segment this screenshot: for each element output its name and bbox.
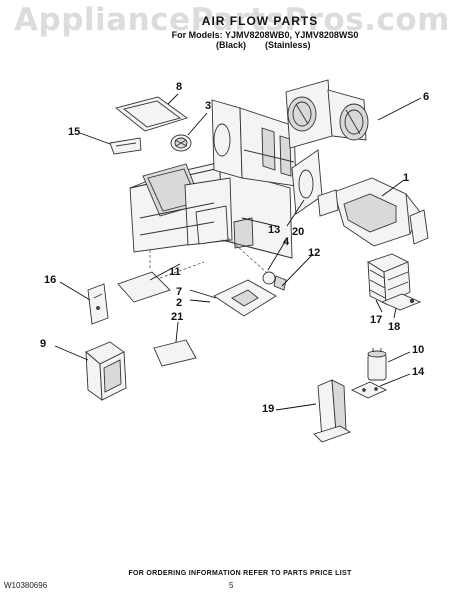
part-6-blower-motor <box>285 79 369 149</box>
callout-2: 2 <box>176 297 183 309</box>
part-9-box <box>85 341 127 401</box>
page-title: AIR FLOW PARTS <box>201 14 319 28</box>
callout-17: 17 <box>370 314 383 326</box>
callout-10: 10 <box>412 344 425 356</box>
part-10-capacitor <box>367 348 387 381</box>
callout-16: 16 <box>44 274 57 286</box>
callout-6: 6 <box>423 91 430 103</box>
callout-3: 3 <box>205 100 212 112</box>
part-16-bracket <box>87 283 109 325</box>
part-21-filter-sheet <box>153 339 197 367</box>
callout-14: 14 <box>412 366 425 378</box>
upper-duct <box>211 99 297 187</box>
document-number: W10380696 <box>4 581 48 590</box>
callout-4: 4 <box>283 236 290 248</box>
callout-8: 8 <box>176 81 183 93</box>
finish-black-label: (Black) <box>216 40 247 50</box>
part-3-fan-grille <box>170 134 192 152</box>
callout-15: 15 <box>68 126 81 138</box>
callout-20: 20 <box>292 226 305 238</box>
part-7-base-plate <box>213 279 277 317</box>
part-20-panel <box>291 149 323 215</box>
part-13-plate <box>317 189 339 217</box>
part-15-vent <box>109 137 142 155</box>
models-line: For Models: YJMV8208WB0, YJMV8208WS0 <box>171 30 359 40</box>
finish-stainless-label: (Stainless) <box>265 40 311 50</box>
callout-7: 7 <box>176 286 183 298</box>
page-number: 5 <box>229 581 234 590</box>
part-17-transformer <box>366 253 411 305</box>
leader-lines <box>54 93 422 411</box>
callout-18: 18 <box>388 321 401 333</box>
main-housing <box>129 159 293 270</box>
ordering-note: FOR ORDERING INFORMATION REFER TO PARTS … <box>128 570 352 577</box>
callout-9: 9 <box>40 338 47 350</box>
part-18-mount-plate <box>380 293 422 311</box>
callout-21: 21 <box>171 311 184 323</box>
part-14-bracket <box>350 381 388 399</box>
part-8-filter <box>115 96 188 132</box>
callout-13: 13 <box>268 224 281 236</box>
part-1-vent-duct <box>333 177 429 247</box>
watermark: AppliancePartsPros.com <box>14 2 450 38</box>
callout-12: 11 <box>169 266 181 278</box>
callout-19: 19 <box>262 403 275 415</box>
callout-1: 1 <box>403 172 410 184</box>
part-12-plate <box>117 261 205 303</box>
part-11-lamp <box>227 237 287 291</box>
part-19-duct-support <box>313 379 352 443</box>
callout-11: 12 <box>308 247 321 259</box>
